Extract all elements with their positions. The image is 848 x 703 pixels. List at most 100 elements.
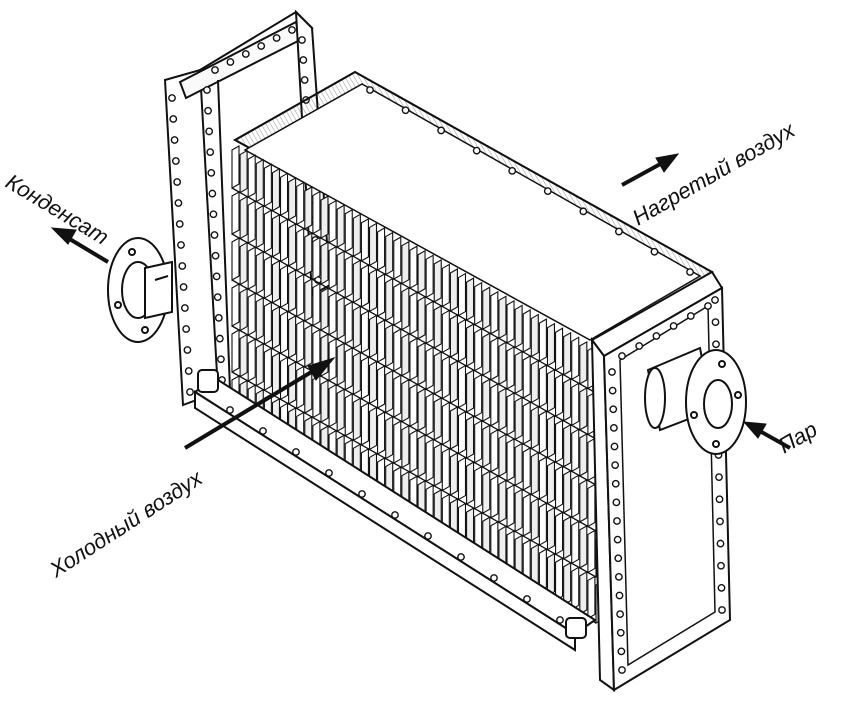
bolt-hole [652, 332, 661, 340]
bolt-hole [715, 473, 723, 482]
fin [490, 290, 499, 335]
cold-air-label: Холодный воздух [44, 465, 207, 583]
fin [538, 456, 547, 501]
fin [555, 327, 564, 372]
bolt-hole [391, 511, 399, 519]
bolt-hole [611, 479, 620, 488]
fin [336, 342, 345, 387]
fin [255, 158, 264, 203]
tube-edge [231, 279, 597, 486]
fin [546, 414, 556, 459]
fin [530, 543, 539, 588]
fin [368, 314, 378, 359]
bolt-hole [615, 591, 624, 600]
fin [466, 461, 475, 506]
fin [571, 566, 580, 611]
fin [457, 318, 467, 363]
bolt-hole [614, 572, 623, 581]
fin [482, 378, 491, 423]
fin [425, 438, 434, 483]
bolt-hole [257, 42, 266, 50]
fin [546, 368, 556, 413]
fin [296, 227, 305, 272]
fin [498, 387, 507, 432]
fin [449, 268, 458, 312]
bolt-hole [610, 442, 619, 451]
condensate-label: Конденсат [1, 169, 113, 250]
fin [385, 323, 394, 368]
fin [555, 511, 564, 556]
bolt-hole [437, 126, 446, 135]
bolt-hole [208, 189, 217, 198]
bolt-hole [508, 166, 517, 175]
bolt-hole [704, 302, 712, 310]
bolt-hole [711, 318, 720, 327]
fin [377, 411, 386, 455]
fin [587, 529, 596, 574]
fin [255, 342, 264, 387]
fin [425, 346, 434, 391]
fin [538, 502, 547, 547]
fin [538, 410, 547, 455]
fin [401, 378, 410, 423]
bolt-hole [686, 268, 694, 276]
fin [506, 345, 515, 390]
bolt-hole [616, 628, 625, 637]
fin [360, 217, 369, 262]
fin [393, 282, 402, 327]
fin [231, 237, 240, 281]
fin [522, 355, 531, 399]
fin [555, 373, 564, 418]
bolt-hole [204, 106, 212, 115]
fin [441, 309, 450, 354]
fin [441, 263, 450, 308]
fin [296, 181, 305, 226]
fin [401, 332, 410, 377]
fin [231, 329, 240, 373]
fin [522, 401, 531, 445]
bolt-hole [214, 313, 223, 322]
fin [474, 419, 483, 464]
fin [304, 278, 313, 322]
fin [271, 167, 280, 212]
fin [231, 283, 240, 327]
fin [360, 355, 369, 400]
fin [328, 383, 337, 428]
fin [263, 255, 272, 300]
fin [296, 319, 305, 364]
fin [393, 420, 402, 465]
bolt-hole [206, 148, 215, 157]
fin [360, 309, 369, 354]
fin [498, 433, 507, 478]
fin [271, 305, 280, 350]
bolt-hole [711, 296, 719, 304]
fin [255, 204, 264, 249]
fin [457, 364, 467, 409]
steam-pipe [644, 346, 747, 455]
bolt-hole [226, 58, 235, 66]
fin [490, 428, 499, 473]
fin [344, 392, 353, 437]
fin [563, 515, 572, 560]
fin [401, 424, 410, 469]
fin [247, 154, 256, 199]
tube-edge [231, 371, 597, 578]
fin [449, 360, 458, 404]
fin [279, 264, 289, 309]
bolt-hole [325, 469, 333, 477]
fin [344, 254, 353, 299]
bolt-hole [579, 207, 588, 216]
fin [538, 364, 547, 409]
fin [263, 301, 272, 346]
fin [474, 373, 483, 418]
fin [506, 299, 515, 344]
fin [385, 369, 394, 414]
fin [555, 557, 564, 602]
bolt-hole [611, 461, 620, 470]
fin [457, 272, 467, 317]
fin [304, 232, 313, 276]
fin [352, 397, 361, 442]
bolt-hole [366, 86, 374, 94]
bolt-hole [171, 157, 180, 165]
bolt-hole [178, 262, 187, 270]
